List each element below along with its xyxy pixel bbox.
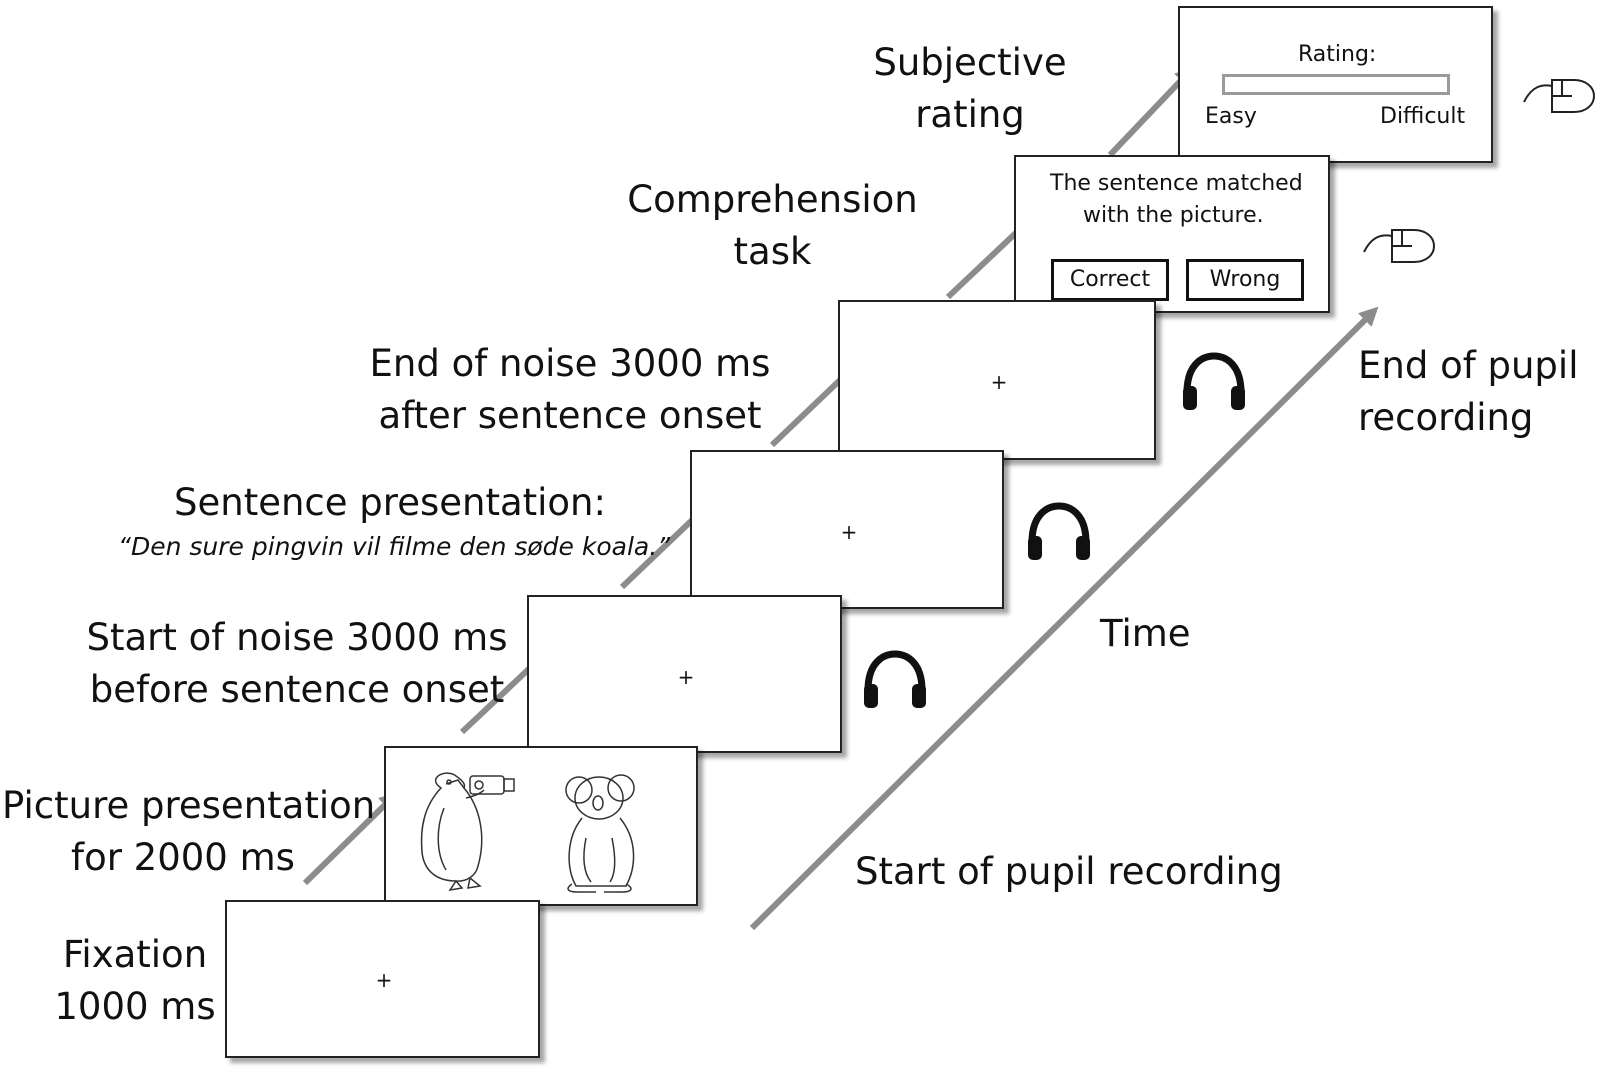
headphones-icon [864,650,926,708]
noise-end-screen: + [838,300,1156,460]
fixation-cross: + [677,665,695,689]
fixation-label-line1: Fixation [62,933,208,976]
sentence-screen: + [690,450,1004,609]
noise-start-label-line1: Start of noise 3000 ms [86,616,508,659]
time-axis-label: Time [1100,612,1191,655]
picture-screen [384,746,698,906]
end-pupil-recording-line1: End of pupil [1358,344,1579,387]
noise-start-screen: + [527,595,842,753]
picture-label-line2: for 2000 ms [71,836,295,879]
noise-end-label-line1: End of noise 3000 ms [369,342,771,385]
comprehension-label: Comprehension task [620,174,925,278]
rating-difficult-anchor: Difficult [1380,104,1466,129]
picture-label: Picture presentation for 2000 ms [2,780,376,884]
noise-start-label: Start of noise 3000 ms before sentence o… [82,612,512,716]
rating-label-line2: rating [915,93,1025,136]
mouse-icon [1523,79,1596,113]
sentence-example: “Den sure pingvin vil filme den søde koa… [118,532,671,561]
koala-icon [565,774,635,893]
end-pupil-recording-label: End of pupil recording [1358,340,1578,444]
transition-arrow-comprehension [1107,66,1195,158]
rating-title: Rating: [1298,42,1377,67]
rating-easy-anchor: Easy [1205,104,1257,129]
headphones-icon [1028,502,1090,560]
headphones-icon [1183,352,1245,410]
transition-arrow-fixation [302,791,399,886]
wrong-button[interactable]: Wrong [1186,259,1304,301]
noise-end-label-line2: after sentence onset [378,394,762,437]
end-pupil-recording-line2: recording [1358,396,1534,439]
correct-button[interactable]: Correct [1051,259,1169,301]
fixation-cross: + [375,968,393,992]
time-axis-arrow [749,306,1379,931]
start-pupil-recording-label: Start of pupil recording [855,850,1283,893]
rating-label: Subjective rating [870,37,1070,141]
fixation-label-line2: 1000 ms [54,985,216,1028]
mouse-icon [1363,229,1436,263]
fixation-cross: + [840,520,858,544]
penguin-with-camera-icon [420,772,515,892]
comprehension-screen: The sentence matched with the picture. C… [1014,155,1330,313]
fixation-cross: + [990,370,1008,394]
comprehension-prompt-line1: The sentence matched [1050,171,1303,196]
picture-illustration [420,772,635,893]
rating-label-line1: Subjective [873,41,1067,84]
comprehension-label-line2: task [733,230,812,273]
comprehension-label-line1: Comprehension [627,178,918,221]
fixation-label: Fixation 1000 ms [50,929,220,1033]
sentence-label: Sentence presentation: [174,481,606,524]
noise-start-label-line2: before sentence onset [89,668,505,711]
comprehension-prompt-line2: with the picture. [1083,203,1264,228]
picture-label-line1: Picture presentation [2,784,376,827]
noise-end-label: End of noise 3000 ms after sentence onse… [360,338,780,442]
fixation-screen: + [225,900,540,1058]
rating-screen: Rating: Easy Difficult [1178,6,1493,163]
rating-slider[interactable] [1222,74,1450,95]
